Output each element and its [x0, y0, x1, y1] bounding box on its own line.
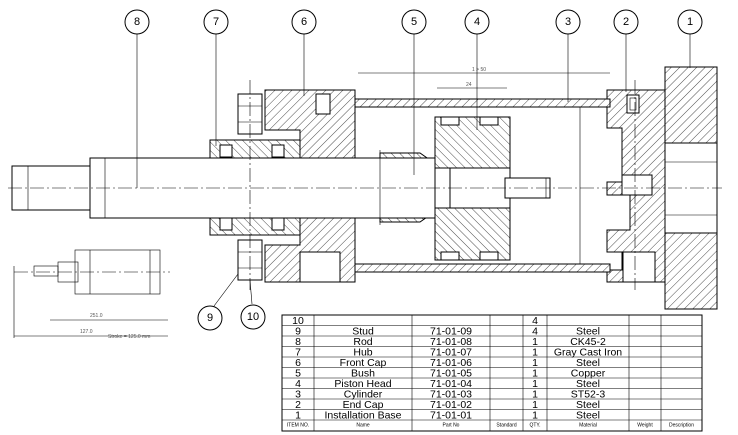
bom-cell-item: 6 — [295, 357, 301, 369]
balloon-6: 6 — [291, 9, 317, 35]
bom-cell-qty: 1 — [532, 378, 538, 390]
bom-cell-qty: 1 — [532, 336, 538, 348]
bom-header-name: Name — [356, 423, 370, 429]
svg-text:9: 9 — [207, 312, 213, 324]
bom-cell-qty: 1 — [532, 367, 538, 379]
bom-cell-material: CK45-2 — [570, 336, 606, 348]
bom-header-material: Material — [579, 423, 597, 429]
section-view: 1 > 50 24 — [8, 66, 722, 310]
bom-cell-part: 71-01-03 — [430, 388, 472, 400]
bom-cell-qty: 1 — [532, 357, 538, 369]
balloon-8: 8 — [124, 9, 150, 35]
bom-cell-name: Hub — [353, 346, 372, 358]
svg-text:5: 5 — [411, 16, 417, 28]
bom-cell-name: Cylinder — [344, 388, 383, 400]
bom-cell-item: 7 — [295, 346, 301, 358]
bom-cell-item: 1 — [295, 409, 301, 421]
bom-frame — [281, 314, 703, 432]
balloon-10: 10 — [240, 304, 266, 330]
hub — [209, 139, 301, 236]
bom-cell-material: ST52-3 — [571, 388, 606, 400]
bom-cell-item: 4 — [295, 378, 301, 390]
piston-dimension: 24 — [466, 82, 472, 88]
bom-cell-qty: 1 — [532, 409, 538, 421]
bom-cell-qty: 1 — [532, 399, 538, 411]
bom-cell-name: Piston Head — [334, 378, 391, 390]
bom-cell-part: 71-01-07 — [430, 346, 472, 358]
balloon-leaders — [136, 34, 691, 307]
bom-cell-qty: 1 — [532, 346, 538, 358]
balloon-1: 1 — [677, 9, 703, 35]
bom-cell-qty: 1 — [532, 388, 538, 400]
bom-header-weight: Weight — [637, 423, 653, 429]
stroke-label: Stroke = 125.0 mm — [108, 334, 150, 340]
bom-cell-item: 2 — [295, 399, 301, 411]
bom-cell-qty: 4 — [532, 325, 538, 337]
balloon-5: 5 — [401, 9, 427, 35]
bom-cell-material: Steel — [576, 357, 600, 369]
bom-cell-part: 71-01-02 — [430, 399, 472, 411]
bom-header-description: Description — [669, 423, 694, 429]
stroke-dimension: 1 > 50 — [472, 67, 486, 73]
centerlines — [8, 80, 722, 290]
balloon-4: 4 — [464, 9, 490, 35]
bom-cell-material: Steel — [576, 409, 600, 421]
bom-cell-material: Copper — [571, 367, 606, 379]
bom-cell-material: Gray Cast Iron — [554, 346, 622, 358]
svg-text:6: 6 — [301, 16, 307, 28]
bom-cell-item: 8 — [295, 336, 301, 348]
end-cap — [606, 89, 666, 283]
front-cap — [264, 89, 356, 283]
bom-cell-material: Steel — [576, 378, 600, 390]
balloon-7: 7 — [203, 9, 229, 35]
bom-cell-item: 9 — [295, 325, 301, 337]
svg-text:7: 7 — [213, 16, 219, 28]
bom-header-item: ITEM NO. — [287, 423, 309, 429]
svg-text:1: 1 — [687, 16, 693, 28]
bom-cell-name: Front Cap — [340, 357, 387, 369]
small-dimension-2: 127.0 — [80, 329, 93, 335]
svg-text:8: 8 — [134, 16, 140, 28]
bom-cell-item: 3 — [295, 388, 301, 400]
bom-cell-item: 5 — [295, 367, 301, 379]
bom-cell-qty: 4 — [532, 315, 538, 327]
svg-text:10: 10 — [247, 311, 259, 323]
bom-cell-material: Steel — [576, 325, 600, 337]
bom-header-qty: QTY. — [529, 423, 540, 429]
bom-cell-part: 71-01-06 — [430, 357, 472, 369]
piston-head — [434, 116, 511, 261]
balloon-2: 2 — [613, 9, 639, 35]
bom-cell-part: 71-01-01 — [430, 409, 472, 421]
bom-cell-name: Stud — [352, 325, 374, 337]
bom-cell-part: 71-01-04 — [430, 378, 472, 390]
svg-text:2: 2 — [623, 16, 629, 28]
bom-cell-item: 10 — [292, 315, 304, 327]
bom-cell-name: End Cap — [343, 399, 384, 411]
bom-cell-name: Bush — [351, 367, 375, 379]
bom-header-standard: Standard — [496, 423, 517, 429]
bom-cell-name: Installation Base — [324, 409, 401, 421]
svg-text:3: 3 — [565, 16, 571, 28]
bom-header-part: Part No — [443, 423, 460, 429]
balloon-9: 9 — [197, 305, 223, 331]
small-dimension-1: 251.0 — [90, 313, 103, 319]
bom-cell-part: 71-01-08 — [430, 336, 472, 348]
bom-cell-part: 71-01-09 — [430, 325, 472, 337]
bom-cell-material: Steel — [576, 399, 600, 411]
balloon-3: 3 — [555, 9, 581, 35]
bom-cell-name: Rod — [353, 336, 372, 348]
thumbnail-view: 251.0 127.0 Stroke = 125.0 mm — [13, 249, 170, 340]
svg-text:4: 4 — [474, 16, 480, 28]
bom-cell-part: 71-01-05 — [430, 367, 472, 379]
